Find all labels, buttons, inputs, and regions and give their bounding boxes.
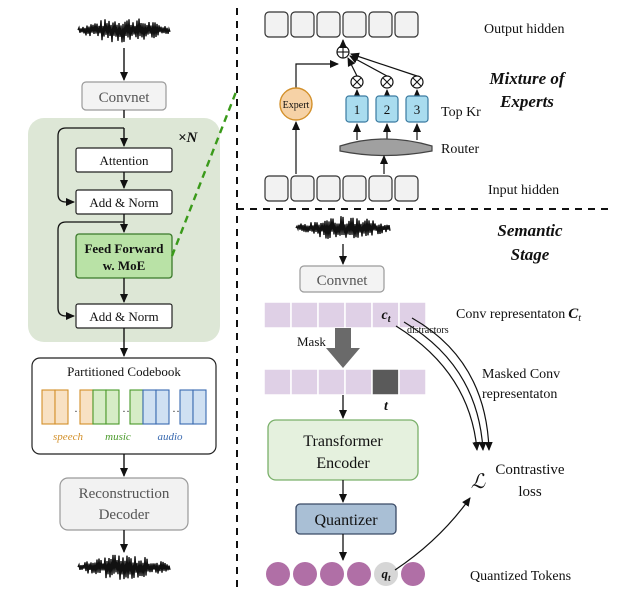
input-hidden-cell [264,175,289,202]
add-norm-label-1: Add & Norm [89,195,158,210]
moe-title-line1: Mixture of [488,69,566,88]
conv-rep-cell [263,301,292,329]
masked-conv-row [263,368,427,396]
repeat-n-label: ×N [178,130,199,146]
output-hidden-cells [264,11,419,38]
speech-label: speech [53,431,83,443]
masked-conv-cell [290,368,319,396]
mask-label: Mask [297,334,326,349]
input-hidden-cell [394,175,419,202]
output-hidden-cell [368,11,393,38]
output-hidden-cell [394,11,419,38]
quantized-token [266,562,290,586]
semantic-convnet-box [299,265,385,293]
codebook-title: Partitioned Codebook [67,364,181,379]
qt-to-loss-arrow [394,497,471,571]
qt-symbol: qt [381,566,391,583]
output-hidden-cell [316,11,341,38]
ffn-label-line1: Feed Forward [84,241,164,256]
loss-symbol: ℒ [471,471,486,493]
masked-conv-cell [344,368,373,396]
arrow-expert-to-sum [295,60,339,88]
quantized-token-circles [266,562,425,586]
expert-circle [279,87,313,121]
semantic-title-line2: Stage [511,245,550,264]
output-hidden-cell [290,11,315,38]
quantized-token [347,562,371,586]
semantic-title-line1: Semantic [497,221,563,240]
conv-rep-cell [317,301,346,329]
transformer-label-line2: Encoder [316,455,370,472]
convnet-label: Convnet [99,90,151,106]
distractor-arrow-2 [403,321,487,451]
output-hidden-cell [264,11,289,38]
t-label: t [384,399,389,414]
router-shape [339,138,433,157]
semantic-convnet-label: Convnet [317,273,369,289]
distractor-arrow-3 [411,317,493,451]
topk-experts [345,95,429,123]
masked-conv-cell [398,368,427,396]
semantic-input-waveform [295,216,391,239]
conv-rep-cell [290,301,319,329]
residual-connection-1 [57,127,124,206]
quantized-token [401,562,425,586]
mask-arrow [326,328,360,368]
masked-conv-label-line1: Masked Conv [482,367,560,382]
qt-token [374,562,398,586]
expert-1-label: 1 [354,102,361,117]
attention-label: Attention [99,153,149,168]
input-waveform [77,18,171,43]
output-hidden-cell [342,11,367,38]
quantizer-label: Quantizer [314,512,378,529]
residual-connection-2 [57,221,124,320]
music-label: music [105,431,131,443]
expert-3-label: 3 [414,102,421,117]
zoom-connector [170,91,238,257]
output-hidden-label: Output hidden [484,22,565,37]
distractor-arrow-1 [395,325,481,451]
topk-label: Top Kr [441,105,481,120]
input-hidden-cells [264,175,419,202]
output-waveform [77,554,171,580]
codebook-speech-group [41,389,69,425]
moe-title-line2: Experts [499,92,554,111]
conv-rep-cell [371,301,400,329]
router-label: Router [441,142,479,157]
conv-representation-row [263,301,427,329]
recon-label-line1: Reconstruction [79,486,170,502]
contrastive-label-line1: Contrastive [495,462,564,478]
quantized-tokens-label: Quantized Tokens [470,569,571,584]
distractors-label: distractors [407,325,449,336]
quantizer-box [295,503,397,535]
transformer-label-line1: Transformer [303,433,383,450]
masked-conv-label-line2: representaton [482,387,557,402]
recon-label-line2: Decoder [99,507,150,523]
contrastive-label-line2: loss [518,484,542,500]
masked-cell [371,368,400,396]
quantized-token [293,562,317,586]
expert-label: Expert [283,100,310,111]
add-norm-label-2: Add & Norm [89,309,158,324]
input-hidden-cell [342,175,367,202]
input-hidden-cell [290,175,315,202]
input-hidden-cell [368,175,393,202]
masked-conv-cell [317,368,346,396]
expert-2-label: 2 [384,102,391,117]
ffn-label-line2: w. MoE [103,258,146,273]
codebook-music-audio-group [129,389,170,425]
quantized-token [320,562,344,586]
input-hidden-cell [316,175,341,202]
multiply-nodes [350,75,424,89]
audio-label: audio [157,431,183,443]
masked-conv-cell [263,368,292,396]
input-hidden-label: Input hidden [488,183,559,198]
codebook-mixed-group [79,389,120,425]
ct-symbol: ct [382,308,392,325]
codebook-audio-group [179,389,207,425]
conv-rep-cell [344,301,373,329]
